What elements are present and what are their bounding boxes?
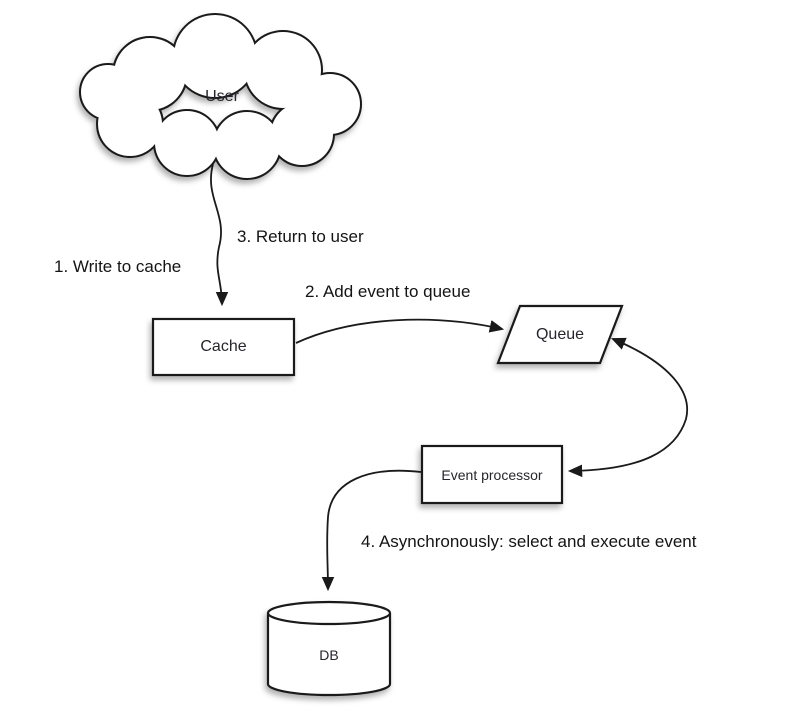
edge-label-add-event-to-queue: 2. Add event to queue <box>305 282 471 301</box>
event-processor-box-shape <box>420 444 564 505</box>
event-processor-node-label: Event processor <box>441 466 543 483</box>
user-node-label: User <box>205 88 239 105</box>
db-cylinder-shape <box>266 600 392 697</box>
edge-event-processor-to-db <box>321 469 422 592</box>
queue-parallelogram-shape <box>496 304 624 365</box>
db-node-label: DB <box>319 647 339 663</box>
cache-node-label: Cache <box>200 338 247 355</box>
edge-label-return-to-user: 3. Return to user <box>237 227 364 246</box>
edge-label-write-to-cache: 1. Write to cache <box>54 257 182 276</box>
edge-label-async-execute: 4. Asynchronously: select and execute ev… <box>361 532 697 551</box>
user-cloud-shape <box>79 13 362 180</box>
edge-queue-event-processor <box>567 337 688 478</box>
cache-box-shape <box>151 317 296 377</box>
edge-cache-to-queue <box>295 318 505 344</box>
edge-user-to-cache <box>210 163 229 307</box>
queue-node-label: Queue <box>535 325 585 343</box>
